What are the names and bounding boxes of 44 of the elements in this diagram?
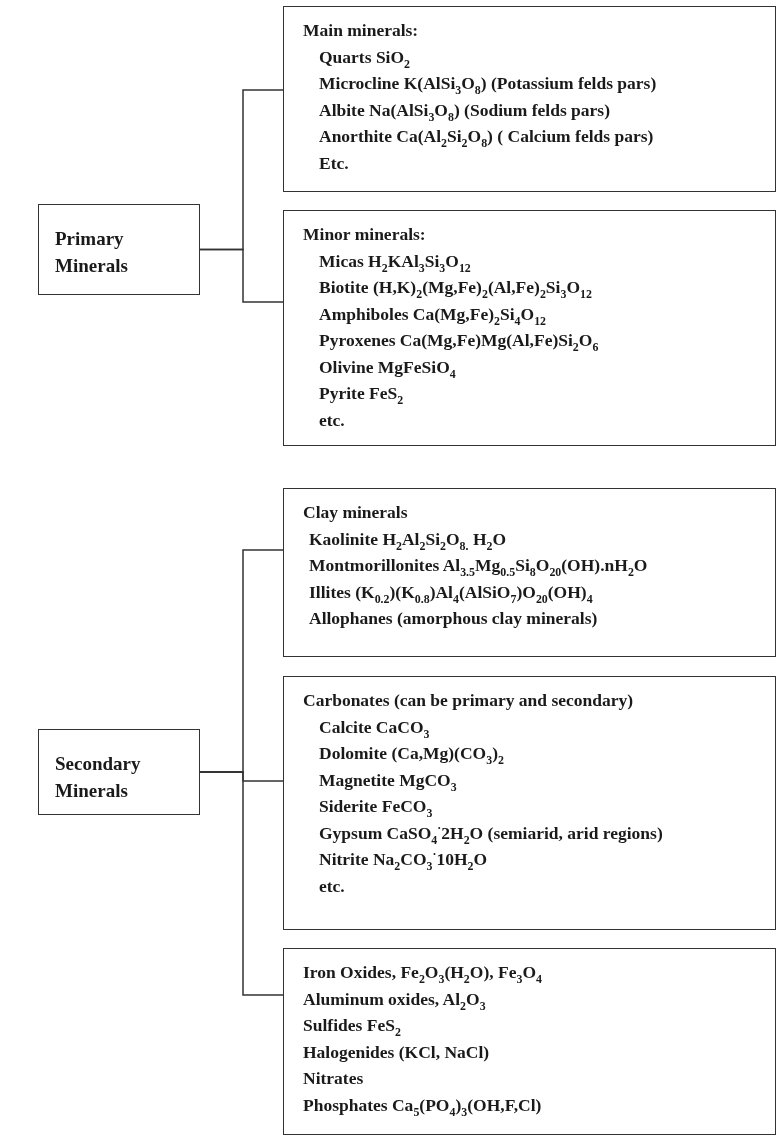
mineral-entry: Aluminum oxides, Al$_{2}$O$_{3}$ bbox=[303, 987, 487, 1012]
mineral-entry: Quarts SiO$_{2}$ bbox=[318, 45, 412, 70]
mineral-entry: Nitrite Na$_{2}$CO$_{3}$$^{·}$10H$_{2}$O bbox=[318, 846, 489, 873]
group-heading: Carbonates (can be primary and secondary) bbox=[303, 689, 635, 712]
mineral-entry: Siderite FeCO$_{3}$ bbox=[318, 795, 434, 820]
mineral-entry: Anorthite Ca(Al$_{2}$Si$_{2}$O$_{8}$) ( Calcium felds pars) bbox=[318, 125, 655, 150]
mineral-list-box bbox=[283, 948, 776, 1135]
mineral-entry: Gypsum CaSO$_{4}$$^{·}$2H$_{2}$O (semiarid, arid regions) bbox=[318, 819, 664, 846]
mineral-entry: Micas H$_{2}$KAl$_{3}$Si$_{3}$O$_{12}$ bbox=[318, 249, 472, 274]
mineral-entry: Nitrates bbox=[303, 1067, 365, 1090]
mineral-entry: etc. bbox=[318, 874, 346, 898]
mineral-list-box bbox=[283, 488, 776, 657]
group-heading: Main minerals: bbox=[303, 19, 420, 42]
group-heading: Clay minerals bbox=[303, 501, 409, 524]
mineral-entry: Halogenides (KCl, NaCl) bbox=[303, 1040, 491, 1064]
mineral-entry: Allophanes (amorphous clay minerals) bbox=[308, 607, 599, 630]
mineral-entry: Microcline K(AlSi$_{3}$O$_{8}$) (Potassium felds pars) bbox=[318, 72, 658, 97]
mineral-entry: etc. bbox=[318, 408, 346, 432]
mineral-entry: Montmorillonites Al$_{3.5}$Mg$_{0.5}$Si$_{8}$O$_{20}$(OH).nH$_{2}$O bbox=[308, 554, 649, 579]
mineral-entry: Sulfides FeS$_{2}$ bbox=[303, 1014, 402, 1039]
mineral-entry: Iron Oxides, Fe$_{2}$O$_{3}$(H$_{2}$O), Fe$_{3}$O$_{4}$ bbox=[303, 961, 543, 986]
mineral-list-box bbox=[283, 6, 776, 192]
mineral-entry: Pyroxenes Ca(Mg,Fe)Mg(Al,Fe)Si$_{2}$O$_{6}$ bbox=[318, 329, 600, 354]
mineral-entry: Etc. bbox=[318, 151, 350, 175]
group-heading: Minor minerals: bbox=[303, 223, 427, 246]
mineral-entry: Illites (K$_{0.2}$)(K$_{0.8}$)Al$_{4}$(AlSiO$_{7}$)O$_{20}$(OH)$_{4}$ bbox=[308, 580, 594, 605]
connector-line bbox=[199, 248, 284, 303]
mineral-entry: Albite Na(AlSi$_{3}$O$_{8}$) (Sodium felds pars) bbox=[318, 98, 611, 123]
mineral-entry: Amphiboles Ca(Mg,Fe)$_{2}$Si$_{4}$O$_{12}$ bbox=[318, 302, 547, 327]
mineral-list-box bbox=[283, 210, 776, 446]
mineral-entry: Magnetite MgCO$_{3}$ bbox=[318, 768, 458, 793]
mineral-list-box bbox=[283, 676, 776, 930]
mineral-entry: Dolomite (Ca,Mg)(CO$_{3}$)$_{2}$ bbox=[318, 742, 505, 767]
category-box bbox=[38, 729, 200, 815]
connector-line bbox=[199, 771, 284, 996]
mineral-entry: Pyrite FeS$_{2}$ bbox=[318, 382, 405, 407]
mineral-entry: Olivine MgFeSiO$_{4}$ bbox=[318, 355, 457, 380]
mineral-entry: Phosphates Ca$_{5}$(PO$_{4}$)$_{3}$(OH,F,Cl) bbox=[303, 1093, 543, 1118]
mineral-entry: Kaolinite H$_{2}$Al$_{2}$Si$_{2}$O$_{8.}$ H$_{2}$O bbox=[308, 527, 508, 552]
mineral-entry: Calcite CaCO$_{3}$ bbox=[318, 715, 431, 740]
category-box bbox=[38, 204, 200, 295]
mineral-entry: Biotite (H,K)$_{2}$(Mg,Fe)$_{2}$(Al,Fe)$_{2}$Si$_{3}$O$_{12}$ bbox=[318, 276, 593, 301]
category-label: Primary Minerals bbox=[55, 227, 129, 278]
category-label: Secondary Minerals bbox=[55, 752, 142, 803]
